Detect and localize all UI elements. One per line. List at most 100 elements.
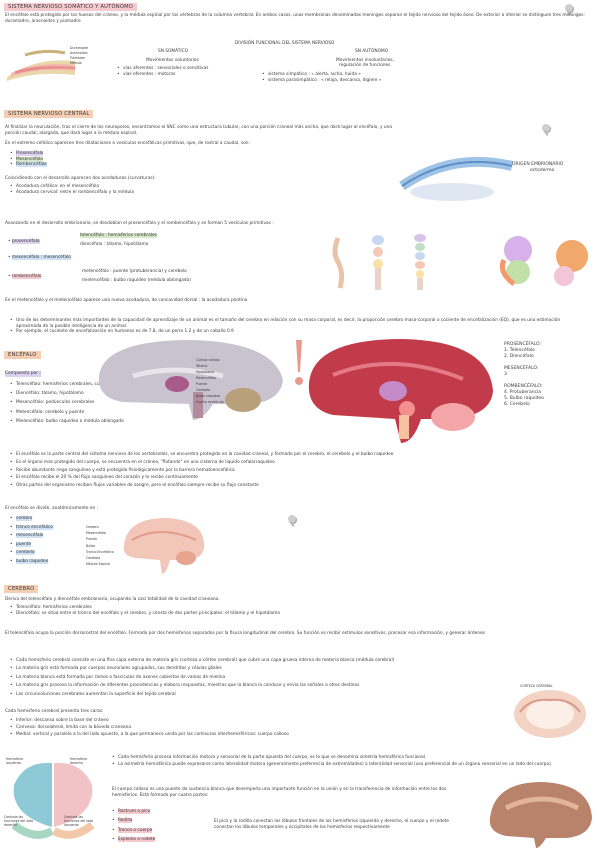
- legend-diencefalo: 2. Diencéfalo: [504, 354, 534, 359]
- label-aracnoides: Aracnoides: [70, 51, 88, 55]
- snc-paragraph-3: Coincidiendo con el desarrollo aparecen …: [5, 176, 156, 181]
- label-mesencefalo: Mesencéfalo: [196, 376, 216, 380]
- list-item: Esplenio o rodete: [112, 835, 156, 845]
- curvas-list: Acodadura cefálica: en el mesencéfalo Ac…: [10, 184, 134, 195]
- pushpin-icon: [288, 515, 296, 523]
- list-item: puente: [10, 541, 53, 550]
- list-item: Mielencéfalo: bulbo raquídeo o médula ob…: [10, 417, 126, 426]
- legend-prosencefalo: PROSENCÉFALO:: [504, 342, 542, 347]
- v5-telencefalo: telencéfalo : hemisferios cerebrales: [80, 233, 157, 238]
- cerebro-paragraph-3: El cuerpo calloso es una puente de susta…: [112, 787, 447, 798]
- list-item: Mesencéfalo: pedúnculos cerebrales: [10, 398, 126, 407]
- list-item: Telencéfalo: hemisferios cerebrales, cue…: [10, 380, 126, 389]
- list-item: La asimetría hemisférica puede expresars…: [112, 761, 588, 768]
- list-item: sistema parasimpático : « relaja, descan…: [262, 78, 381, 84]
- brain-small-illustration: [120, 516, 208, 576]
- autonomo-sub2: regulación de funciones: [339, 63, 391, 68]
- list-item: Prosencéfalo: [10, 151, 47, 157]
- label-medula: Médula: [70, 61, 82, 65]
- list-item: Cada hemisferio procesa información moto…: [112, 754, 588, 761]
- list-item: La materia gris procesa la información d…: [10, 682, 590, 691]
- label-medula: Médula Espinal: [86, 562, 111, 567]
- label-cerebelo: Cerebelo: [196, 388, 211, 392]
- vesicles-list: Prosencéfalo Mesencéfalo Rombencéfalo: [10, 151, 47, 168]
- list-item: Medial: vertical y paralela a la del lad…: [10, 731, 289, 738]
- cerebro-paragraph-4: El pico y la rodilla conectan los lóbulo…: [214, 819, 450, 830]
- list-item: tronco encefálico: [10, 524, 53, 533]
- list-item: bulbo raquídeo: [10, 558, 53, 567]
- brain-bottom-illustration: [486, 778, 596, 848]
- hemis-label-der: Hemisferio derecho: [70, 757, 88, 765]
- list-item: El encéfalo recibe el 20 % del flujo san…: [10, 474, 590, 482]
- meninges-labels: Duramadre Aracnoides Piamadre Médula: [70, 46, 88, 66]
- list-item: Telencéfalo: hemisferios cerebrales: [10, 605, 280, 611]
- exclamation-icon: [293, 338, 305, 388]
- list-item: El encéfalo es la parte central del sist…: [10, 451, 590, 459]
- autonomo-sub1: Movimientos involuntarios,: [336, 58, 394, 63]
- list-item: Metencéfalo: cerebelo y puente: [10, 408, 126, 417]
- list-item: Por ejemplo, el cociente de encefalizaci…: [10, 329, 585, 335]
- list-item: Recibe abundante riego sanguíneo y está …: [10, 467, 590, 475]
- autonomo-list: sistema simpático : « alerta, lucha, hui…: [262, 72, 381, 83]
- label-cerebelo: Cerebelo: [86, 556, 101, 561]
- cerebro-items-3: Cada hemisferio procesa información moto…: [112, 754, 588, 768]
- list-item: Es el órgano más protegido del cuerpo, s…: [10, 459, 590, 467]
- list-item: Tronco o cuerpo: [112, 826, 155, 836]
- label-cuarto-ventriculo: Cuarto ventrículo: [196, 400, 224, 404]
- label-piamadre: Piamadre: [70, 56, 85, 60]
- legend-bulbo: 5. Bulbo raquídeo: [504, 396, 544, 401]
- list-item: Diencéfalo: tálamo, hipotálamo: [10, 389, 126, 398]
- list-item: cerebelo: [10, 549, 53, 558]
- label-bulbo: Bulbo: [86, 543, 96, 548]
- legend-mesencefalo-3: 3: [504, 372, 507, 377]
- division-title: DIVISIÓN FUNCIONAL DEL SISTEMA NERVIOSO: [235, 41, 335, 46]
- list-item: mesencéfalo: [10, 532, 53, 541]
- cerebro-paragraph-1: Deriva del telencéfalo y diencéfalo embr…: [5, 597, 220, 602]
- list-item: vías eferentes : motoras: [117, 72, 208, 78]
- legend-mesencefalo: MESENCÉFALO:: [504, 366, 539, 371]
- list-item: Uno de los determinantes más importantes…: [10, 318, 585, 329]
- origen-title: ORIGEN EMBRIONARIO: [512, 162, 564, 167]
- section-header-encefalo: ENCÉFALO: [4, 351, 41, 359]
- list-item: vías aferentes : sensoriales o sensitiva…: [117, 66, 208, 72]
- legend-protuberancia: 4. Protuberancia: [504, 390, 542, 395]
- v5-diencefalo: diencéfalo : tálamo, hipotálamo: [80, 242, 149, 247]
- list-item: Mesencéfalo: [10, 156, 47, 163]
- list-item: Rombencéfalo: [10, 162, 47, 168]
- snc-paragraph-2: En el extremo cefálico aparecen tres dil…: [5, 141, 250, 146]
- list-item: Acodadura cefálica: en el mesencéfalo: [10, 184, 134, 190]
- corteza-label: CORTEZA CEREBRAL: [520, 684, 553, 688]
- section-header-cerebro: CEREBRO: [4, 585, 39, 593]
- list-item: Rodilla: [112, 816, 155, 826]
- encefalo-facts-list: El encéfalo es la parte central del sist…: [10, 451, 590, 490]
- cerebro-items-2: Cada hemisferio cerebral consiste en una…: [10, 657, 590, 699]
- hemispheres-illustration: [4, 755, 102, 841]
- pushpin-icon: [542, 124, 550, 132]
- legend-telencefalo: 1. Telencéfalo: [504, 348, 535, 353]
- divide-title: El encéfalo se divide, anatómicamente en…: [5, 506, 99, 511]
- cerebro-paragraph-2: El telencéfalo ocupa la porción dorsoros…: [5, 631, 485, 636]
- list-item: La materia blanca está formada por ramos…: [10, 674, 590, 683]
- section-header-somatico-autonomo: SISTEMA NERVIOSO SOMÁTICO Y AUTÓNOMO: [4, 3, 138, 11]
- v5-rombencefalo: • rombencéfalo: [8, 274, 42, 279]
- label-bulbo: Bulbo raquídeo: [196, 394, 221, 398]
- small-brain-labels: Cerebro Mesencéfalo Puente Bulbo Tronco …: [86, 524, 114, 567]
- list-item: Cada hemisferio cerebral consiste en una…: [10, 657, 590, 666]
- autonomo-title: SN AUTÓNOMO: [355, 49, 389, 54]
- eq-list: Uno de los determinantes más importantes…: [10, 318, 585, 335]
- intro-paragraph: El encéfalo está protegido por los hueso…: [5, 13, 585, 24]
- v5-mielencefalo: mielencéfalo : bulbo raquídeo (médula ob…: [82, 278, 191, 283]
- somatico-title: SN SOMÁTICO: [158, 49, 189, 54]
- snc-paragraph-5: En el metencéfalo y el mielencéfalo apar…: [5, 298, 248, 303]
- hemis-label-control-izq: Controla las funciones del lado izquierd…: [64, 815, 94, 827]
- list-item: Diencéfalo: se sitúa entre el tronco del…: [10, 611, 280, 617]
- divide-list: cerebro tronco encefálico mesencéfalo pu…: [10, 515, 53, 567]
- label-puente: Puente: [86, 537, 98, 542]
- list-item: La materia gris está formada por cuerpos…: [10, 665, 590, 674]
- v5-metencefalo: metencéfalo : puente (protuberancia) y c…: [82, 269, 187, 274]
- snc-paragraph-1: Al finalizar la neurulación, tras el cie…: [5, 125, 392, 136]
- legend-rombencefalo: ROMBENCÉFALO:: [504, 384, 543, 389]
- label-hipotalamo: Hipotálamo: [196, 370, 215, 374]
- cerebro-items-1: Telencéfalo: hemisferios cerebrales Dien…: [10, 605, 280, 616]
- label-tronco: Tronco Encefálico: [86, 549, 114, 554]
